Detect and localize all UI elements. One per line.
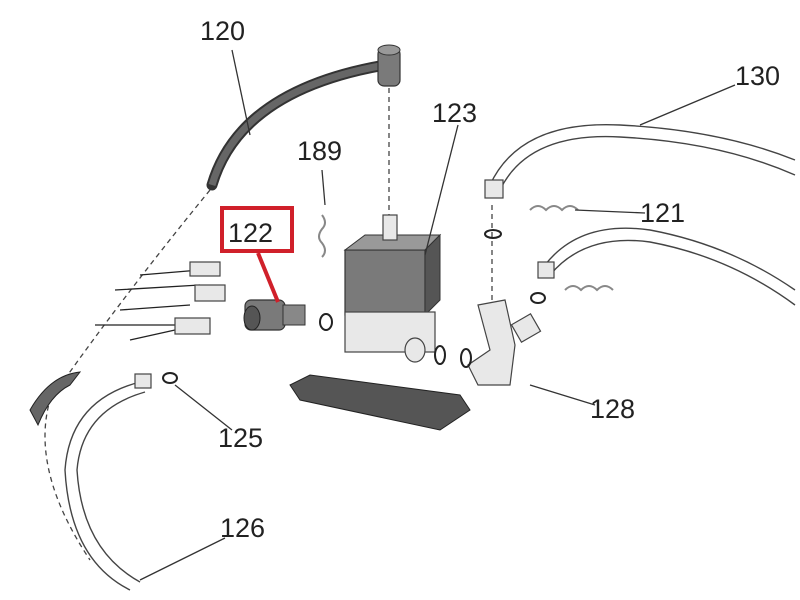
part-label-189: 189 <box>297 136 342 166</box>
part-label-121: 121 <box>640 198 685 228</box>
hose-120 <box>206 59 391 191</box>
part-label-123: 123 <box>432 98 477 128</box>
part-label-122[interactable]: 122 <box>228 218 273 248</box>
part-label-125: 125 <box>218 423 263 453</box>
hose-clip <box>29 371 82 427</box>
part-label-128: 128 <box>590 394 635 424</box>
part-label-126: 126 <box>220 513 265 543</box>
solenoid-valve-123 <box>344 249 426 316</box>
highlight-box <box>220 206 294 253</box>
highlight-leader <box>256 252 280 303</box>
part-label-120: 120 <box>200 16 245 46</box>
drip-plate <box>289 374 471 431</box>
part-label-130: 130 <box>735 61 780 91</box>
flow-part-122 <box>243 299 306 331</box>
elbow-fitting-128 <box>467 299 516 386</box>
